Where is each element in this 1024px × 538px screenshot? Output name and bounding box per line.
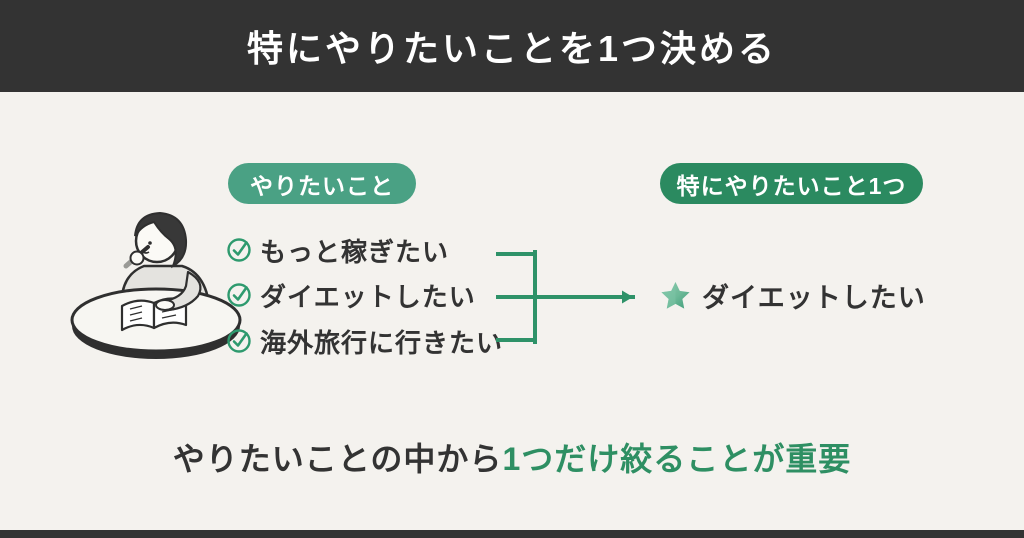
header-bar: 特にやりたいことを1つ決める — [0, 0, 1024, 92]
todo-item-label: 海外旅行に行きたい — [260, 327, 504, 358]
star-icon — [661, 281, 690, 309]
circled-check-icon — [227, 329, 251, 353]
badge-top-pick-label: 特にやりたいこと1つ — [676, 172, 907, 199]
todo-item: 海外旅行に行きたい — [226, 325, 504, 358]
todo-item: ダイエットしたい — [226, 279, 476, 312]
circled-check-icon — [227, 238, 251, 262]
badge-want-list: やりたいこと — [228, 163, 416, 204]
footer-bar — [0, 530, 1024, 538]
person-illustration-svg — [70, 211, 242, 359]
merge-arrow-icon — [496, 250, 635, 344]
chosen-item: ダイエットしたい — [660, 278, 926, 313]
badge-top-pick: 特にやりたいこと1つ — [660, 163, 923, 204]
circled-check-icon — [227, 283, 251, 307]
footer-message: やりたいことの中から1つだけ絞ることが重要 — [0, 434, 1024, 480]
footer-message-plain: やりたいことの中から — [172, 441, 503, 477]
badge-want-list-label: やりたいこと — [250, 172, 394, 199]
todo-item: もっと稼ぎたい — [226, 234, 450, 267]
footer-message-highlight: 1つだけ絞ることが重要 — [502, 441, 852, 477]
chosen-item-label: ダイエットしたい — [702, 282, 926, 313]
person-thinking-illustration — [64, 202, 249, 367]
page-title: 特にやりたいことを1つ決める — [246, 28, 778, 69]
todo-item-label: もっと稼ぎたい — [260, 236, 450, 267]
todo-item-label: ダイエットしたい — [260, 281, 476, 312]
